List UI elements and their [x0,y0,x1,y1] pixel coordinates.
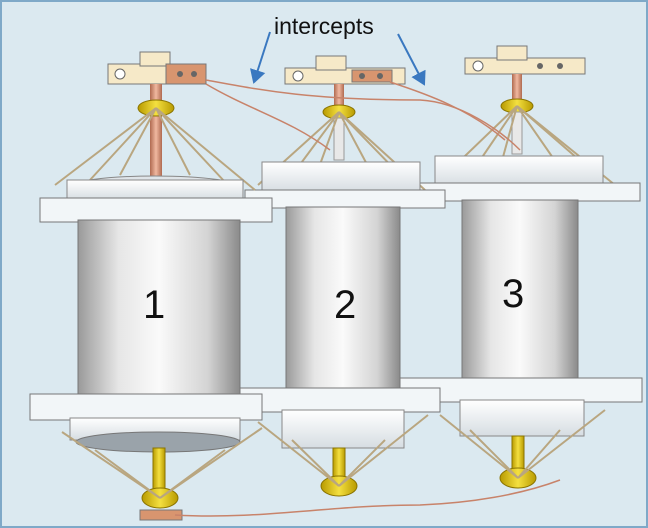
intercept-wires [174,79,561,517]
cell-1: 1 [29,51,273,521]
top-bracket-2 [284,55,406,85]
cell-label-3: 3 [502,272,524,316]
cell-label-2: 2 [334,283,356,327]
suspension-cords-bottom-2 [257,414,429,487]
intercept-arrow-left [250,31,271,84]
copper-rod-top-2 [334,84,344,124]
cell-3: 3 [399,45,643,489]
cell-label-1: 1 [143,283,165,327]
suspension-cords-bottom-1 [61,427,263,499]
intercepts-label: intercepts [274,13,374,39]
cell-2: 2 [219,55,446,497]
cylinder-2 [285,206,401,393]
suspension-cords-bottom-3 [439,409,606,479]
top-bracket-1 [107,51,207,85]
cylinder-3 [461,199,579,381]
top-bracket-3 [464,45,586,75]
copper-rod-top-1 [150,84,162,184]
intercept-arrow-right [397,33,426,86]
suspension-cords-top-1 [54,107,256,191]
